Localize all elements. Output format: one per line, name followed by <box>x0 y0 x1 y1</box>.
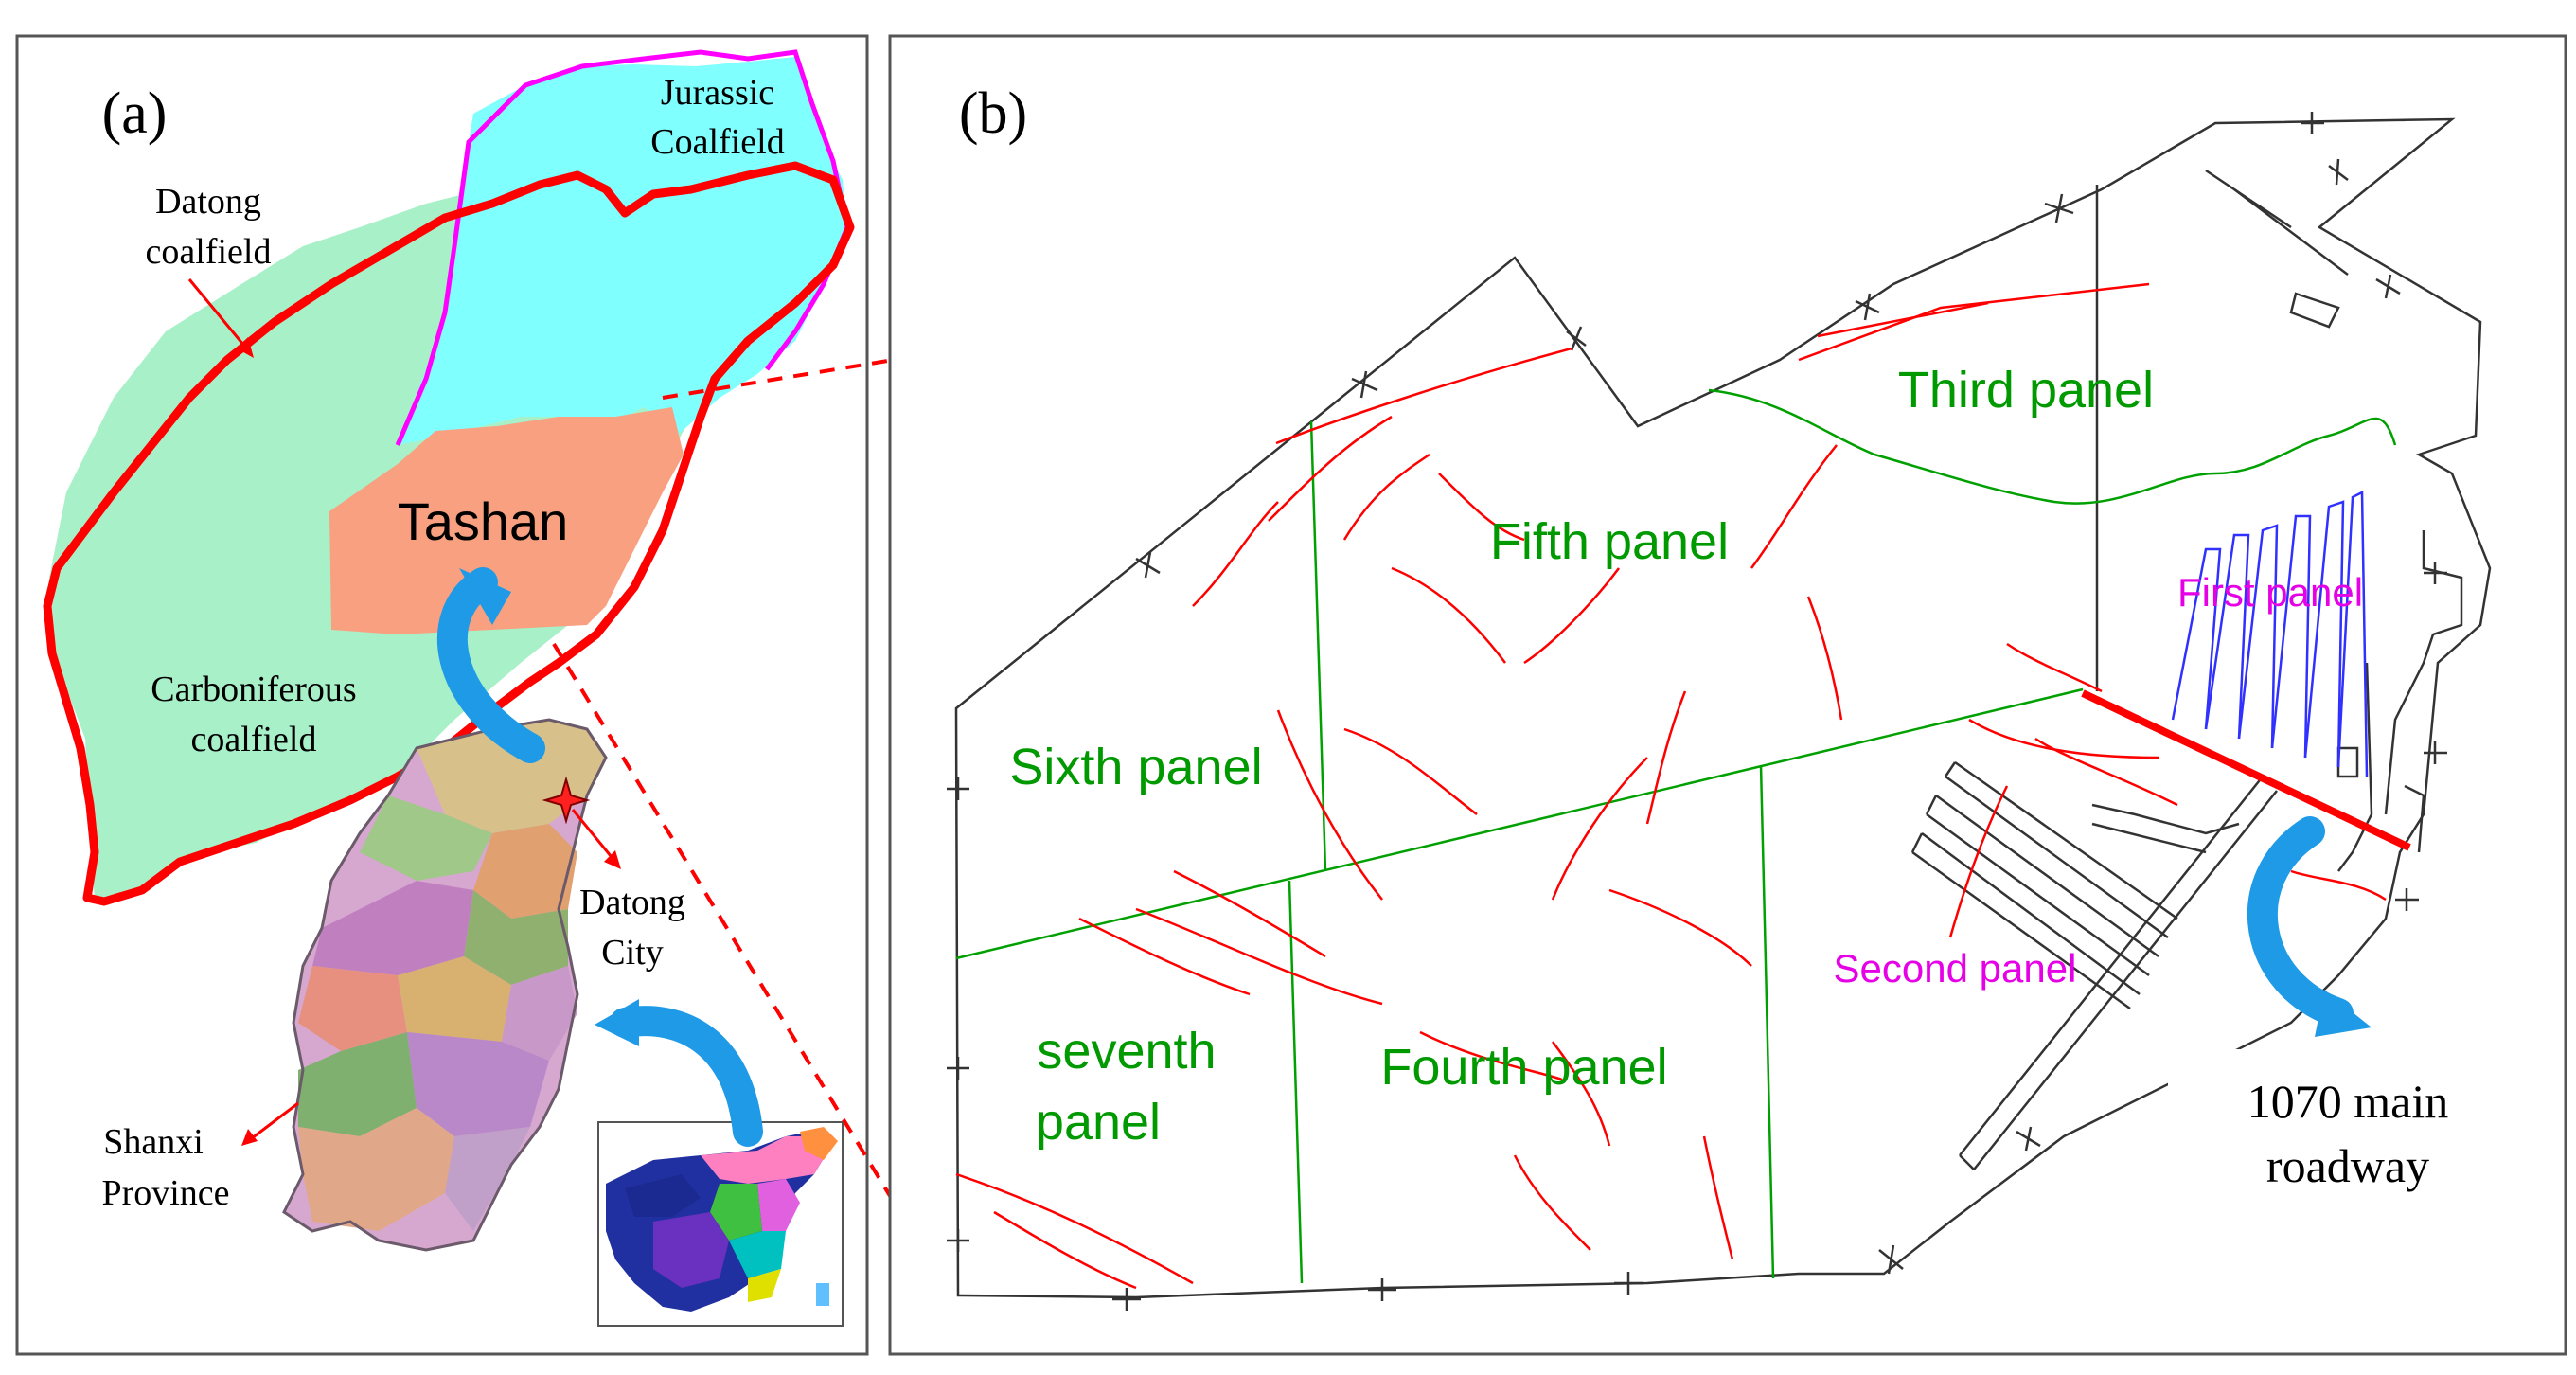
tashan-area <box>329 407 684 634</box>
datong-city-pointer-head <box>604 850 621 869</box>
seventh-panel-label-line1: seventh <box>1037 1023 1216 1080</box>
panel-boundaries <box>955 388 2397 1284</box>
second-panel-label: Second panel <box>1834 946 2077 991</box>
seventh-panel-label-line2: panel <box>1036 1094 1161 1151</box>
datong-city-label-line1: Datong <box>579 883 685 922</box>
shanxi-zoom-arrow-head <box>595 999 639 1046</box>
mine-workings <box>1910 292 2463 1170</box>
datong-coalfield-label-line2: coalfield <box>146 232 272 272</box>
shanxi-region-7 <box>502 966 577 1061</box>
shanxi-pointer <box>247 1101 299 1143</box>
shanxi-region-11 <box>445 1127 530 1231</box>
datong-coalfield-pointer-head <box>237 337 254 358</box>
zoom-connector-bottom <box>552 642 947 1288</box>
shanxi-region-9 <box>407 1032 549 1136</box>
shanxi-region-2 <box>473 824 577 919</box>
sixth-panel-label: Sixth panel <box>1009 739 1262 795</box>
boundary-ticks <box>947 112 2447 1311</box>
fault-lines <box>955 282 2387 1290</box>
panel-b-tag: (b) <box>959 81 1027 146</box>
panel-a: (a) Jurassic Coalfield Tashan Datong coa… <box>15 34 869 1356</box>
fourth-panel-label: Fourth panel <box>1380 1039 1667 1096</box>
jurassic-coalfield-area <box>398 57 847 445</box>
tashan-location-star-icon <box>542 776 591 825</box>
panel-b-tag-box <box>942 59 1044 158</box>
tashan-zoom-arrow <box>437 567 545 763</box>
main-roadway-line <box>2081 689 2411 851</box>
roadway-label-line2: roadway <box>2266 1139 2429 1192</box>
first-panel-longwalls <box>2171 490 2369 777</box>
carboniferous-label-line2: coalfield <box>191 720 317 759</box>
fifth-panel-label: Fifth panel <box>1490 513 1729 570</box>
shanxi-outline <box>282 718 608 1252</box>
china-inset-map <box>606 1127 838 1312</box>
shanxi-label-line1: Shanxi <box>103 1122 204 1162</box>
panel-b: (b) <box>888 34 2567 1356</box>
shanxi-label-line2: Province <box>101 1173 229 1213</box>
shanxi-region-5 <box>298 966 407 1051</box>
third-panel-label: Third panel <box>1898 362 2154 419</box>
shanxi-region-4 <box>464 890 568 985</box>
carboniferous-label-line1: Carboniferous <box>151 670 356 709</box>
datong-coalfield-label-line1: Datong <box>155 182 261 222</box>
datong-coalfield-pointer <box>187 278 250 351</box>
shanxi-region-6 <box>398 956 511 1042</box>
datong-city-label-line2: City <box>601 933 663 973</box>
datong-city-pointer <box>571 809 617 863</box>
roadway-label-line1: 1070 main <box>2247 1075 2448 1128</box>
shanxi-region-3 <box>312 881 473 975</box>
tashan-label: Tashan <box>398 491 569 551</box>
shanxi-region-8 <box>298 1032 417 1136</box>
jurassic-label-line2: Coalfield <box>650 122 784 162</box>
roadway-callout-arrow-head <box>2315 990 2372 1037</box>
roadway-callout-arrow <box>2247 816 2354 1028</box>
shanxi-region-10 <box>298 1108 454 1231</box>
panel-a-tag: (a) <box>102 81 168 146</box>
first-panel-label: First panel <box>2177 570 2363 615</box>
panel-a-tag-box <box>49 59 220 158</box>
shanxi-pointer-head <box>241 1129 258 1146</box>
shanxi-region-1 <box>360 795 492 881</box>
mine-boundary <box>954 117 2492 1299</box>
jurassic-label-line1: Jurassic <box>661 73 774 113</box>
shanxi-zoom-arrow <box>610 1006 763 1147</box>
roadway-label-box <box>2168 1049 2528 1243</box>
tashan-zoom-arrow-head <box>459 568 511 625</box>
